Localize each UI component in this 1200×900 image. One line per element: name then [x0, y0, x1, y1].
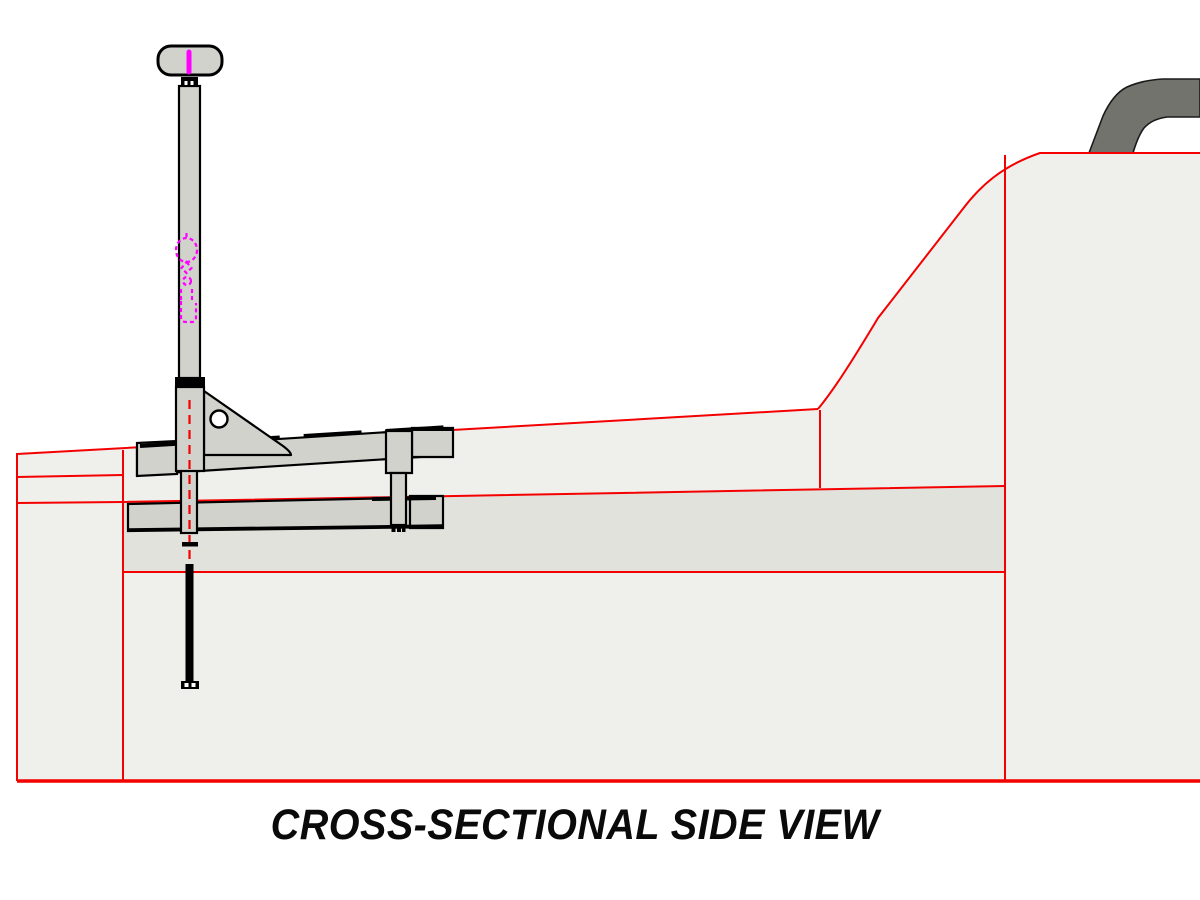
- gusset-plate: [202, 389, 293, 457]
- mount-bracket-assembly: [126, 44, 455, 689]
- knob-nut-slot-left: [184, 81, 188, 85]
- upper-rail-right-cap: [410, 426, 455, 459]
- pole-body: [177, 84, 202, 380]
- upper-rail-left-cap: [135, 439, 179, 478]
- clamp-collar: [175, 377, 205, 387]
- upper-rail: [135, 425, 455, 478]
- lower-rail: [126, 494, 445, 533]
- mount-tube: [174, 377, 206, 535]
- anchor-bolt-head-slot-right: [191, 683, 196, 687]
- anchor-bolt-head-slot-left: [184, 683, 189, 687]
- latch-cam: [180, 260, 193, 275]
- deck-layer-line: [16, 474, 124, 478]
- knob: [156, 44, 224, 86]
- lower-rail-end-cap: [408, 494, 445, 530]
- anchor-bolt: [181, 542, 199, 689]
- anchor-bolt-head: [181, 681, 199, 689]
- pole: [177, 84, 202, 380]
- support-post: [384, 429, 414, 532]
- hull-interior-fill: [17, 153, 1200, 781]
- gusset-triangle: [202, 389, 293, 457]
- support-post-teeth: [391, 525, 406, 532]
- anchor-bolt-rod: [185, 564, 194, 682]
- rear-rise-curve: [817, 152, 1200, 410]
- diagram-title: CROSS-SECTIONAL SIDE VIEW: [270, 801, 880, 849]
- knob-nut-slot-right: [190, 81, 194, 85]
- centerline-tick: [182, 542, 198, 547]
- mount-tube-body: [174, 385, 206, 473]
- latch-foot: [179, 301, 198, 324]
- latch-detail: [174, 233, 199, 324]
- latch-pivot: [181, 275, 193, 287]
- grab-handle-shape: [1088, 78, 1200, 154]
- support-post-upper: [384, 429, 414, 475]
- support-post-lower: [389, 471, 408, 527]
- knob-nut: [181, 77, 198, 86]
- grab-handle: [1088, 78, 1200, 154]
- gusset-hole: [209, 409, 229, 429]
